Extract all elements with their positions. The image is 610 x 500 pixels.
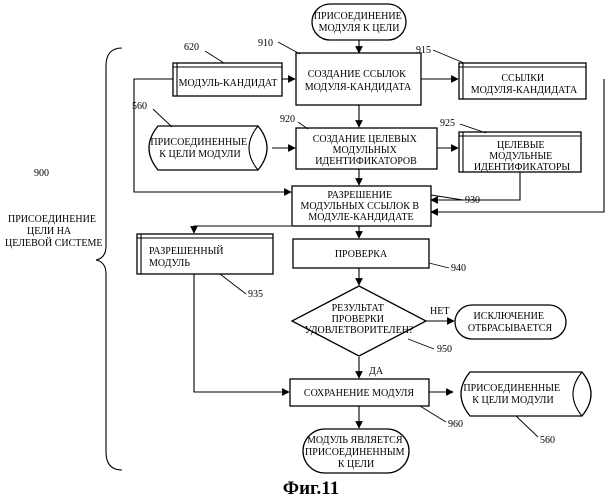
attached-modules-output-ref: 560 [540,435,555,446]
no-label: НЕТ [430,306,449,317]
yes-label: ДА [369,366,384,377]
figure-caption: Фиг.11 [283,478,339,499]
resolved-module-ref: 935 [248,289,263,300]
save-ref: 960 [448,419,463,430]
group-brace [96,48,122,470]
create-links-ref: 910 [258,38,273,49]
links-ref: 915 [416,45,431,56]
attached-modules-output-label: ПРИСОЕДИНЕННЫЕ К ЦЕЛИ МОДУЛИ [463,383,562,406]
resolve-ref: 930 [465,195,480,206]
candidate-module-ref: 620 [184,42,199,53]
attached-modules-output-store [461,372,591,416]
attached-modules-label: ПРИСОЕДИНЕННЫЕ К ЦЕЛИ МОДУЛИ [150,137,249,160]
edge-resolved-save [194,274,289,392]
exception-label: ИСКЛЮЧЕНИЕ ОТБРАСЫВАЕТСЯ [468,311,553,334]
check-ref: 940 [451,263,466,274]
attached-modules-ref: 560 [132,101,147,112]
save-label: СОХРАНЕНИЕ МОДУЛЯ [304,388,415,399]
start-label: ПРИСОЕДИНЕНИЕ МОДУЛЯ К ЦЕЛИ [314,11,404,34]
edge-resolve-resolved [194,226,291,233]
check-label: ПРОВЕРКА [335,249,388,260]
target-ids-ref: 925 [440,118,455,129]
group-ref: 900 [34,168,49,179]
start-terminator [312,4,406,40]
decision-ref: 950 [437,344,452,355]
create-ids-ref: 920 [280,114,295,125]
group-label: ПРИСОЕДИНЕНИЕ ЦЕЛИ НА ЦЕЛЕВОЙ СИСТЕМЕ [5,214,102,249]
candidate-module-label: МОДУЛЬ-КАНДИДАТ [179,78,278,89]
